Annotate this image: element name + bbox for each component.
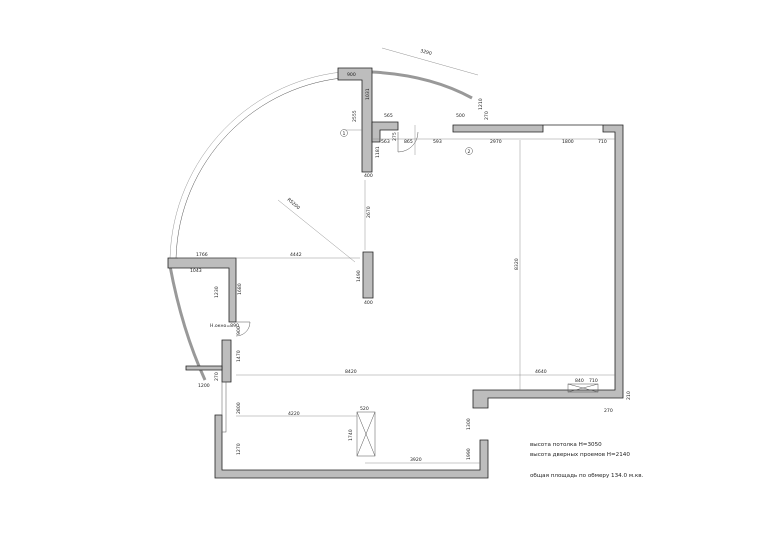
dim-label: 400 [364, 300, 373, 306]
dim-label: 900 [236, 326, 242, 335]
axis-marker-2: 2 [465, 147, 473, 155]
dim-label: 1470 [236, 350, 242, 362]
dim-label: 1031 [365, 88, 371, 100]
dim-label: 4640 [535, 369, 547, 375]
dim-label: 400 [364, 173, 373, 179]
dim-label: 710 [589, 378, 598, 384]
dim-label: 1200 [198, 383, 210, 389]
pillar [362, 251, 374, 299]
top-right-wall [452, 124, 624, 409]
left-wall-upper [167, 257, 237, 323]
dim-label: 865 [404, 139, 413, 145]
dim-label: 1230 [214, 286, 220, 298]
axis-marker-1: 1 [340, 129, 348, 137]
door-note: Н.окно=890 [210, 323, 239, 329]
dim-label: 1490 [356, 270, 362, 282]
dim-label: 3290 [419, 48, 432, 57]
dim-label: 565 [384, 113, 393, 119]
dim-label: 2800 [236, 402, 242, 414]
left-wall-middle [221, 339, 232, 383]
dim-label: 563 [381, 139, 390, 145]
dim-label: 1680 [237, 283, 243, 295]
dim-label: 270 [604, 408, 613, 414]
dim-label: 1766 [196, 252, 208, 258]
dim-label: 2970 [490, 139, 502, 145]
dim-label: 1800 [562, 139, 574, 145]
dim-label: 840 [575, 378, 584, 384]
curved-window-left [168, 265, 207, 381]
stub-wall [371, 121, 399, 143]
dim-label: 2670 [366, 206, 372, 218]
dim-label: 1740 [348, 429, 354, 441]
dim-label: 1300 [466, 418, 472, 430]
ventilation-shaft [356, 411, 376, 457]
door-swing [397, 131, 419, 153]
dim-label: 520 [360, 406, 369, 412]
dim-label: 710 [598, 139, 607, 145]
dim-label: 1043 [190, 268, 202, 274]
dim-label: 1990 [466, 448, 472, 460]
dim-label: 270 [484, 111, 490, 120]
curved-window-top [371, 70, 473, 100]
dim-label: 593 [433, 139, 442, 145]
curved-wall-inner [175, 77, 343, 267]
dim-label: 1270 [236, 443, 242, 455]
dim-label: 8420 [345, 369, 357, 375]
dim-label: 270 [214, 372, 220, 381]
dim-label: 275 [392, 132, 398, 141]
dim-label: 500 [456, 113, 465, 119]
dim-label: 1181 [375, 146, 381, 158]
left-window [221, 381, 227, 433]
kitchen-box [567, 383, 599, 393]
svg-text:2: 2 [468, 149, 471, 155]
dim-label: 900 [347, 72, 356, 78]
door-swing [235, 321, 251, 337]
dim-label: 1210 [478, 98, 484, 110]
dimension-lines [178, 47, 615, 464]
dim-label: 2555 [352, 110, 358, 122]
svg-text:1: 1 [343, 131, 346, 137]
door-height-note: высота дверных проемов Н=2140 [530, 452, 630, 458]
curved-glazed-wall [169, 71, 343, 267]
dim-label: 4442 [290, 252, 302, 258]
dim-label: 3920 [410, 457, 422, 463]
dim-label: 4220 [288, 411, 300, 417]
total-area-note: общая площадь по обмеру 134.0 м.кв. [530, 473, 644, 479]
dim-label: 210 [626, 391, 632, 400]
dim-label: R5200 [286, 197, 301, 211]
dim-label: 8320 [514, 258, 520, 270]
top-column-wall [337, 67, 373, 173]
bottom-wall [214, 414, 489, 479]
left-window-sill [185, 365, 223, 371]
ceiling-height-note: высота потолка Н=3050 [530, 442, 602, 448]
